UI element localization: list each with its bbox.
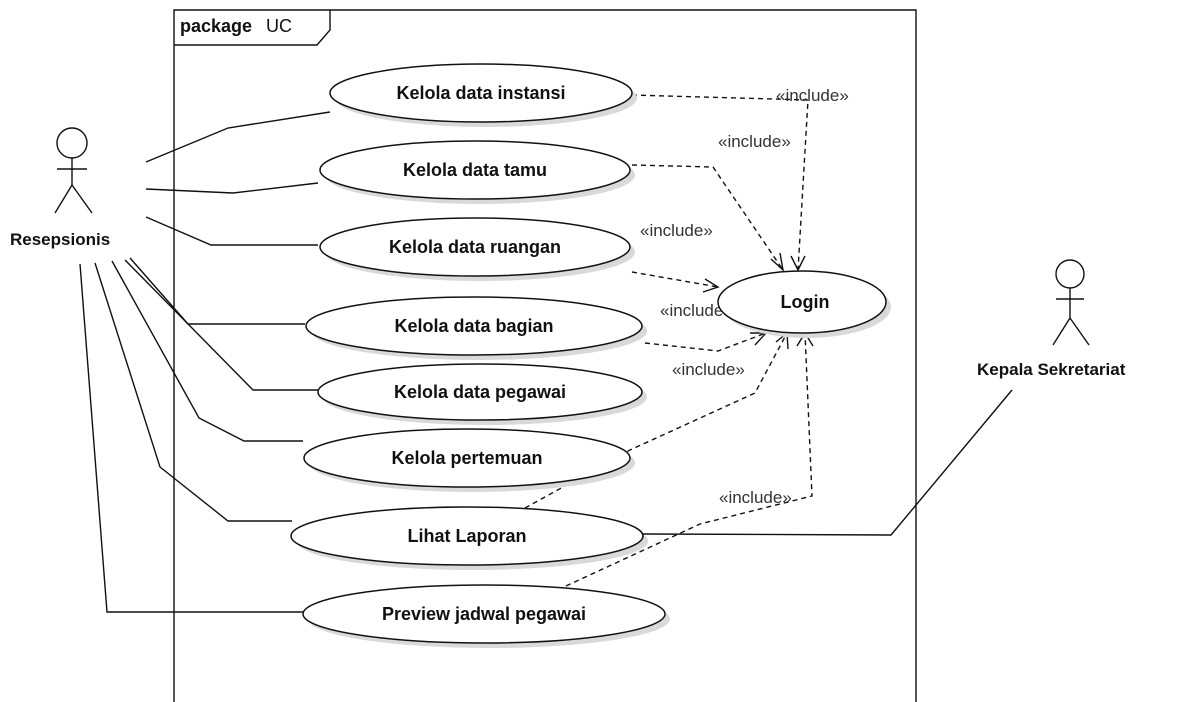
use-case-pegawai: Kelola data pegawai — [317, 363, 647, 425]
use-case-login-label: Login — [781, 292, 830, 312]
include-instansi — [631, 94, 809, 271]
assoc-pertemuan — [111, 260, 303, 442]
use-case-preview-label: Preview jadwal pegawai — [382, 604, 586, 624]
assoc-kepala-laporan — [642, 389, 1013, 536]
assoc-preview — [79, 263, 305, 613]
include-pertemuan — [524, 332, 788, 509]
use-case-bagian-label: Kelola data bagian — [394, 316, 553, 336]
include-label-2: «include» — [718, 132, 791, 151]
use-case-pertemuan-label: Kelola pertemuan — [391, 448, 542, 468]
include-dependencies — [524, 94, 814, 587]
include-ruangan — [631, 271, 719, 288]
use-case-bagian: Kelola data bagian — [305, 296, 647, 360]
assoc-laporan — [94, 262, 292, 522]
actor-kepala-label: Kepala Sekretariat — [977, 360, 1126, 379]
use-case-instansi-label: Kelola data instansi — [396, 83, 565, 103]
include-labels: «include» «include» «include» «include» … — [640, 86, 849, 507]
include-tamu — [631, 164, 784, 271]
include-label-5: «include» — [672, 360, 745, 379]
assoc-pegawai — [124, 259, 318, 391]
include-label-4: «include» — [660, 301, 733, 320]
assoc-instansi — [145, 111, 331, 163]
use-case-preview: Preview jadwal pegawai — [302, 584, 670, 648]
actor-resepsionis-label: Resepsionis — [10, 230, 110, 249]
use-case-laporan-label: Lihat Laporan — [407, 526, 526, 546]
use-case-instansi: Kelola data instansi — [329, 63, 637, 127]
use-case-tamu: Kelola data tamu — [319, 140, 635, 204]
assoc-tamu — [145, 182, 319, 194]
include-preview — [565, 332, 813, 587]
use-case-laporan: Lihat Laporan — [290, 506, 648, 570]
associations — [79, 111, 1013, 613]
use-case-ruangan: Kelola data ruangan — [319, 217, 635, 281]
package-frame: package UC — [173, 9, 917, 702]
actor-kepala-sekretariat: Kepala Sekretariat — [977, 259, 1126, 379]
use-case-ruangan-label: Kelola data ruangan — [389, 237, 561, 257]
assoc-ruangan — [145, 216, 318, 246]
actor-resepsionis: Resepsionis — [10, 127, 110, 249]
package-name: UC — [266, 16, 292, 36]
use-case-pegawai-label: Kelola data pegawai — [394, 382, 566, 402]
use-case-tamu-label: Kelola data tamu — [403, 160, 547, 180]
include-bagian — [644, 332, 767, 352]
include-label-3: «include» — [640, 221, 713, 240]
use-case-login: Login — [717, 270, 891, 338]
include-label-1: «include» — [776, 86, 849, 105]
package-keyword: package — [180, 16, 252, 36]
include-label-6: «include» — [719, 488, 792, 507]
use-case-pertemuan: Kelola pertemuan — [303, 428, 635, 492]
